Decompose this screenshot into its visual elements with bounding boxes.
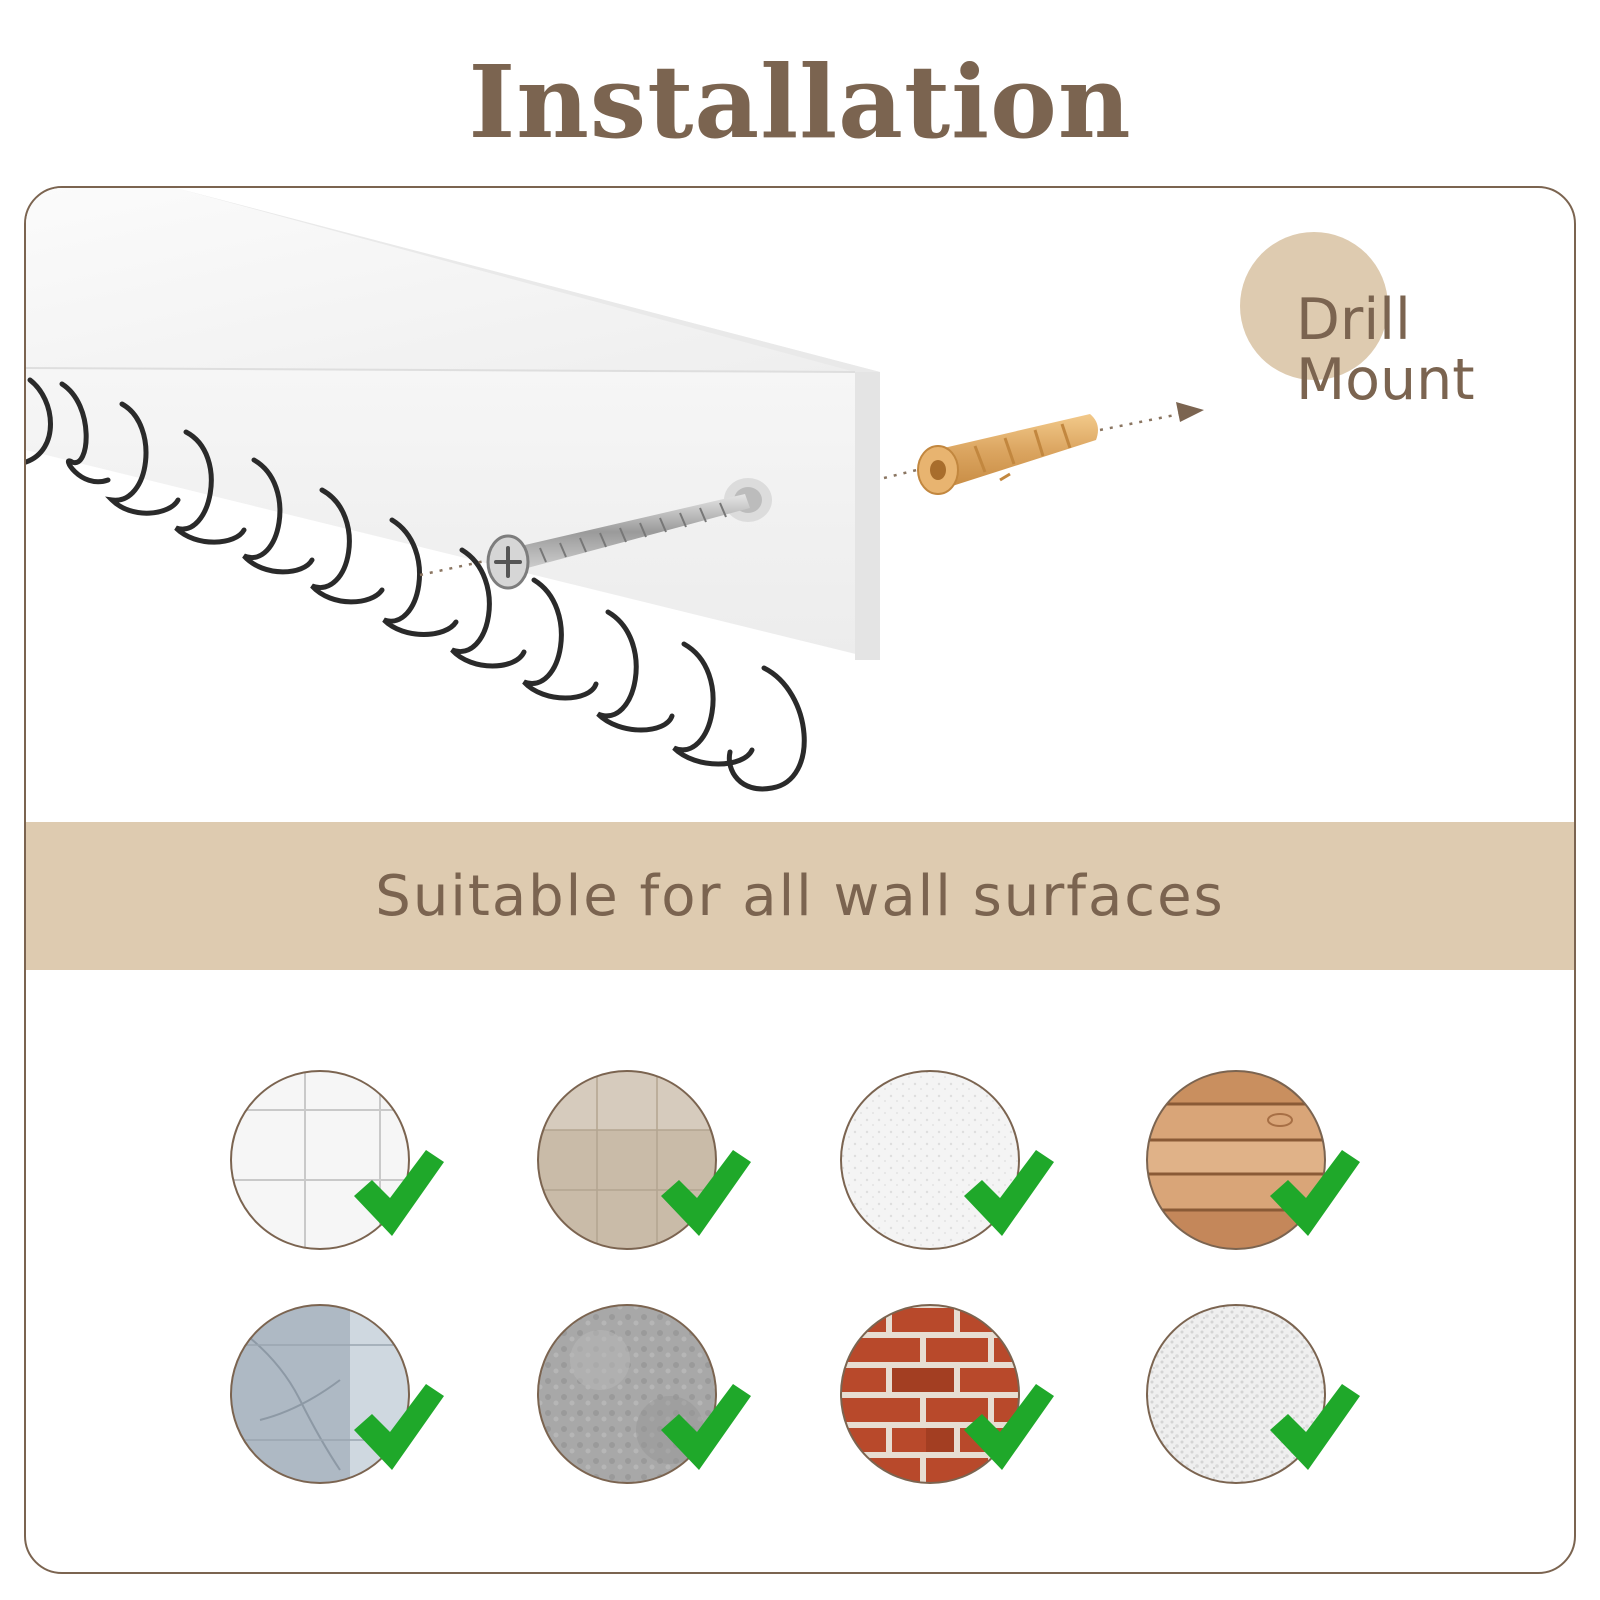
marble-stone-swatch [230,1304,410,1484]
installation-illustration [26,188,1388,792]
hook-icon [105,401,181,516]
hook-icon [596,609,675,733]
approved-checks [354,1150,1360,1470]
check-icon [354,1384,444,1470]
check-icon [354,1150,444,1236]
hook-icon [59,381,111,485]
hook-icon [382,517,459,637]
guide-lines [419,412,1181,577]
banner-text: Suitable for all wall surfaces [375,863,1225,929]
arrow-icon [1176,402,1204,422]
page-title: Installation [468,43,1132,161]
hook-icon [242,457,315,575]
install-step-text: Drill Mount [1296,290,1475,410]
check-icon [964,1150,1054,1236]
step-accent-circle [1240,232,1388,380]
check-icon [964,1384,1054,1470]
screw-icon [486,478,772,590]
hook-icon [310,487,385,605]
hook-icon [726,665,807,792]
hook-icon [174,429,247,545]
hook-icon [26,377,53,465]
step-drill-label: Drill [1296,287,1411,353]
check-icon [661,1384,751,1470]
hook-icon [522,577,599,701]
step-mount-label: Mount [1296,347,1475,413]
check-icon [1270,1150,1360,1236]
surfaces-banner: Suitable for all wall surfaces [26,822,1574,970]
hook-icon [450,547,527,669]
check-icon [661,1150,751,1236]
wall-shelf-board [26,188,880,660]
wall-anchor-icon [917,414,1098,495]
check-icon [1270,1384,1360,1470]
s-hooks [26,377,807,792]
